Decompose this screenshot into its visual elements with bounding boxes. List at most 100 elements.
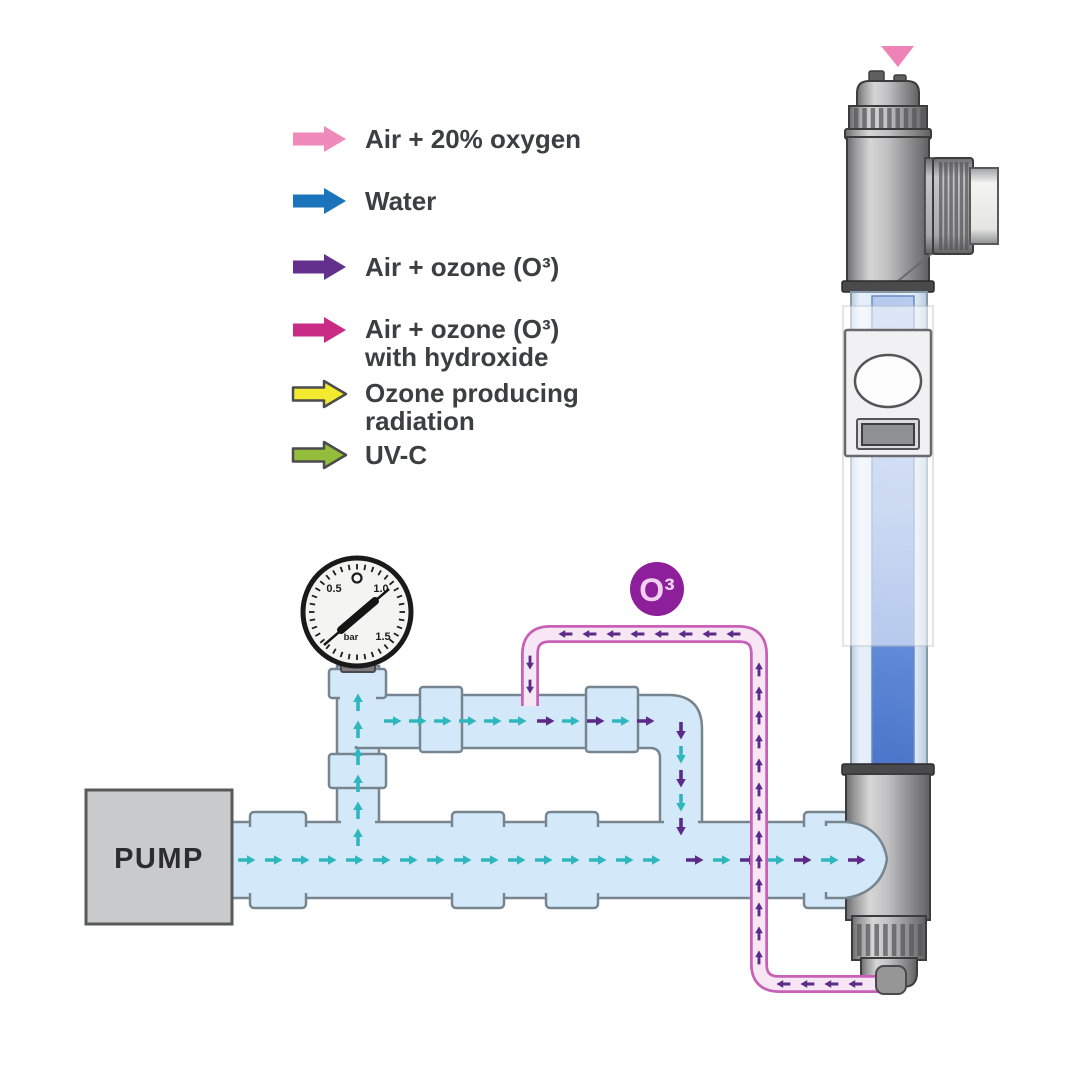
rib <box>870 108 876 130</box>
gauge-tick <box>347 564 351 571</box>
rib <box>878 108 884 130</box>
gauge-tick <box>325 574 331 581</box>
gauge-tick <box>393 632 400 637</box>
legend-item-water: Water <box>293 186 436 216</box>
gauge-tick <box>398 602 405 606</box>
bypass-pipe <box>354 693 704 828</box>
ozone-return-tube <box>521 625 884 993</box>
gauge-label-high: 1.5 <box>375 631 390 643</box>
legend-item-ozone-radiation: Ozone producing radiation <box>291 378 579 436</box>
gauge-tick <box>398 618 405 622</box>
rib <box>895 108 900 130</box>
ozone-badge-circle <box>630 562 684 616</box>
legend: Air + 20% oxygen Water Air + ozone (O³) … <box>291 124 581 470</box>
legend-label-air-ozone-hydroxide-2: with hydroxide <box>364 342 548 372</box>
gauge-tick <box>377 648 382 655</box>
gauge-tick <box>363 653 367 660</box>
pump-label: PUMP <box>114 843 204 875</box>
gauge-tick <box>383 574 389 581</box>
ozone-radiation-arrow-icon <box>291 379 348 409</box>
rib <box>854 108 859 130</box>
legend-label-air-oxygen: Air + 20% oxygen <box>365 124 581 154</box>
legend-label-water: Water <box>365 186 436 216</box>
air-ozone-arrow-icon <box>293 254 346 280</box>
pump: PUMP <box>84 788 234 926</box>
bottom-collar-ribs <box>857 924 923 956</box>
rib <box>954 162 958 250</box>
control-unit-badge <box>853 353 923 409</box>
upper-flange <box>841 280 935 293</box>
uvc-arrow-icon <box>291 440 348 470</box>
gauge-tick <box>363 564 367 571</box>
ozone-tube-inner <box>523 627 884 991</box>
rib <box>959 162 964 250</box>
rib <box>887 108 892 130</box>
gauge-tick <box>377 569 382 576</box>
gauge-label-low: 0.5 <box>326 583 341 595</box>
rib <box>903 108 909 130</box>
outlet-coupling-ribs <box>939 162 969 250</box>
rib <box>857 924 862 956</box>
air-oxygen-arrow-icon <box>293 126 346 152</box>
gauge-tick <box>319 580 326 586</box>
gauge-needle-body <box>337 597 379 634</box>
rib <box>909 924 914 956</box>
air-inlet-arrow-icon <box>881 46 914 67</box>
gauge-tick <box>309 602 316 606</box>
rib <box>865 924 871 956</box>
gauge-tick <box>319 638 326 644</box>
legend-item-uvc: UV-C <box>291 440 427 470</box>
gauge-tick <box>347 653 351 660</box>
rib <box>883 924 888 956</box>
legend-item-air-ozone-hydroxide: Air + ozone (O³) with hydroxide <box>293 314 559 372</box>
gauge-tick <box>314 587 321 592</box>
riser-coupling-top <box>327 667 388 700</box>
gauge-top-hole <box>351 572 363 584</box>
rib <box>920 108 925 130</box>
gauge-tick <box>309 618 316 622</box>
outlet-pipe-stub <box>969 167 999 245</box>
rib <box>939 162 943 250</box>
gauge-tick <box>339 566 344 573</box>
gauge-tick <box>396 594 403 599</box>
legend-item-air-ozone: Air + ozone (O³) <box>293 252 559 282</box>
top-collar-ribs <box>854 108 925 130</box>
reactor-bottom-collar <box>851 915 927 961</box>
gauge-tick <box>370 566 375 573</box>
ozone-outlet-elbow <box>875 965 907 995</box>
ozone-badge: O³ <box>630 562 684 616</box>
gauge-label-mid: 1.0 <box>373 583 388 595</box>
rib <box>874 924 879 956</box>
gauge-tick <box>325 643 331 650</box>
display-screen <box>861 423 915 446</box>
legend-label-air-ozone: Air + ozone (O³) <box>365 252 559 282</box>
legend-item-air-oxygen: Air + 20% oxygen <box>293 124 581 154</box>
pump-box <box>84 788 234 926</box>
rib <box>891 924 897 956</box>
air-ozone-hydroxide-arrow-icon <box>293 317 346 343</box>
outlet-underside-line <box>897 253 932 282</box>
legend-label-air-ozone-hydroxide-1: Air + ozone (O³) <box>365 314 559 344</box>
reactor-top-cap <box>856 80 920 108</box>
gauge-tick <box>339 651 344 658</box>
gauge-tick <box>311 625 318 630</box>
rib <box>862 108 867 130</box>
rib <box>965 162 969 250</box>
gauge-tick <box>314 632 321 637</box>
gauge-tick <box>396 625 403 630</box>
rib <box>944 162 948 250</box>
rib <box>917 924 923 956</box>
rib <box>900 924 906 956</box>
gauge-tick <box>311 594 318 599</box>
legend-label-uvc: UV-C <box>365 440 427 470</box>
gauge-tick <box>388 638 395 644</box>
gauge-tick <box>383 643 389 650</box>
ozone-tube-outer <box>521 625 884 993</box>
gauge-label-unit: bar <box>344 632 359 643</box>
rib <box>949 162 953 250</box>
gauge-tick <box>393 587 400 592</box>
legend-label-ozone-radiation-2: radiation <box>365 406 475 436</box>
legend-label-ozone-radiation-1: Ozone producing <box>365 378 579 408</box>
